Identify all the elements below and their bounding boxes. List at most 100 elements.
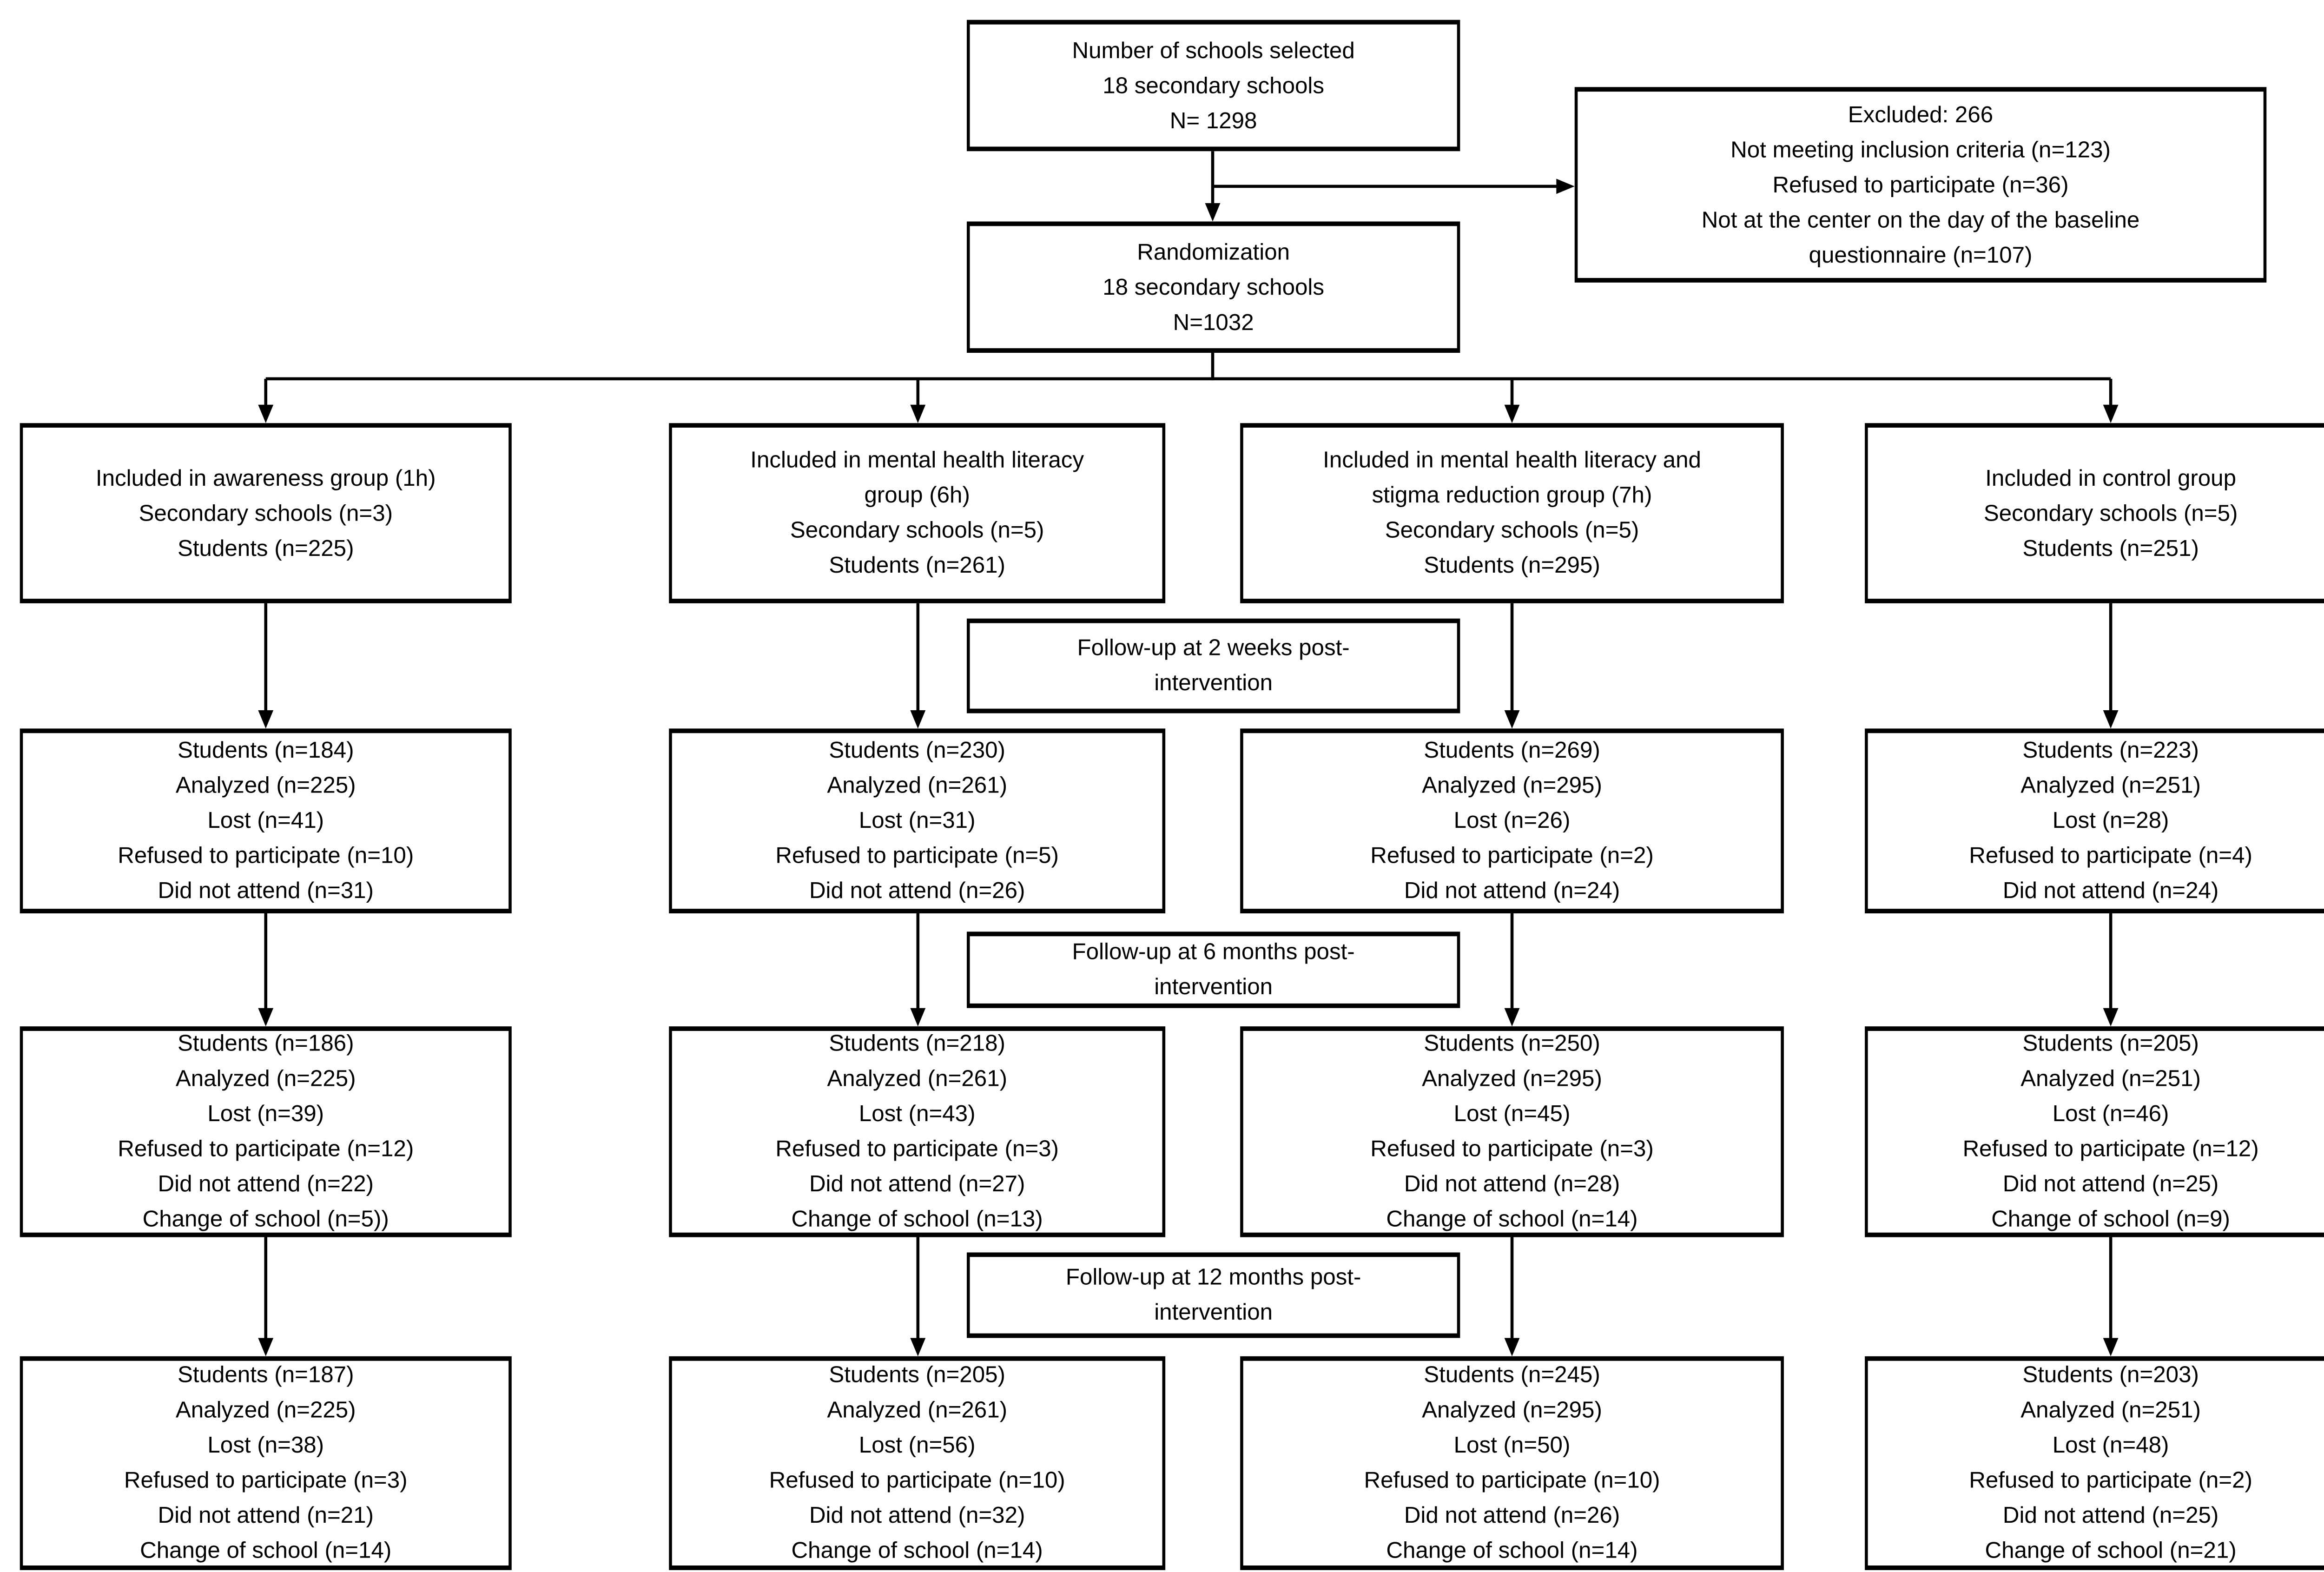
node-followup-2w-mhl-stigma-reduction-line: Students (n=269) — [1424, 738, 1600, 764]
node-followup-12m-awareness-line: Refused to participate (n=3) — [124, 1467, 408, 1494]
node-followup-12m-awareness-line: Students (n=187) — [177, 1362, 354, 1388]
node-allocation-mhl-stigma-reduction-line: stigma reduction group (7h) — [1372, 482, 1652, 509]
node-followup-12m-mhl-stigma-reduction-line: Refused to participate (n=10) — [1364, 1467, 1660, 1494]
node-milestone-2-weeks-line: intervention — [1154, 670, 1273, 697]
node-followup-2w-control: Students (n=223)Analyzed (n=251)Lost (n=… — [1865, 728, 2324, 913]
connector-allocation-col4-arrowhead-icon — [2102, 404, 2118, 423]
node-followup-2w-awareness-line: Students (n=184) — [177, 738, 354, 764]
node-allocation-mhl-stigma-reduction-line: Secondary schools (n=5) — [1385, 517, 1639, 544]
node-selected: Number of schools selected 18 secondary s… — [966, 20, 1460, 152]
node-followup-2w-control-line: Lost (n=28) — [2052, 808, 2169, 834]
connector-selected-to-randomization-arrowhead-icon — [1204, 203, 1220, 222]
node-followup-6m-awareness-line: Lost (n=39) — [207, 1101, 324, 1127]
node-followup-12m-mhl-stigma-reduction-line: Did not attend (n=26) — [1404, 1503, 1620, 1529]
node-followup-12m-mental-health-literacy: Students (n=205)Analyzed (n=261)Lost (n=… — [669, 1356, 1166, 1570]
connector-2w-col3 — [1511, 603, 1513, 713]
node-followup-2w-awareness-line: Lost (n=41) — [207, 808, 324, 834]
connector-6m-col3 — [1511, 913, 1513, 1011]
node-followup-6m-control-line: Analyzed (n=251) — [2020, 1066, 2201, 1092]
node-followup-12m-mental-health-literacy-line: Analyzed (n=261) — [827, 1397, 1008, 1424]
node-allocation-control-line: Secondary schools (n=5) — [1983, 500, 2238, 526]
node-followup-12m-awareness-line: Change of school (n=14) — [140, 1538, 392, 1564]
node-followup-2w-mental-health-literacy-line: Lost (n=31) — [858, 808, 976, 834]
connector-randomization-stem — [1211, 353, 1214, 381]
node-followup-12m-control-line: Did not attend (n=25) — [2002, 1503, 2219, 1529]
node-followup-12m-awareness-line: Did not attend (n=21) — [158, 1503, 374, 1529]
node-followup-6m-control-line: Refused to participate (n=12) — [1962, 1136, 2259, 1162]
node-allocation-control-line: Students (n=251) — [2022, 535, 2199, 561]
connector-2w-col4-arrowhead-icon — [2102, 710, 2118, 729]
node-followup-6m-mhl-stigma-reduction-line: Did not attend (n=28) — [1404, 1171, 1620, 1198]
node-followup-6m-control: Students (n=205)Analyzed (n=251)Lost (n=… — [1865, 1026, 2324, 1237]
node-milestone-12-months-line: intervention — [1154, 1300, 1273, 1326]
node-randomization-line: 18 secondary schools — [1103, 274, 1325, 300]
node-followup-6m-awareness-line: Did not attend (n=22) — [158, 1171, 374, 1198]
node-followup-6m-control-line: Students (n=205) — [2022, 1030, 2199, 1057]
node-followup-12m-mhl-stigma-reduction-line: Lost (n=50) — [1453, 1433, 1571, 1459]
connector-allocation-col3-arrowhead-icon — [1503, 404, 1519, 423]
node-followup-2w-mhl-stigma-reduction-line: Did not attend (n=24) — [1404, 878, 1620, 905]
node-allocation-mental-health-literacy-line: Secondary schools (n=5) — [790, 517, 1044, 544]
node-followup-6m-awareness-line: Refused to participate (n=12) — [118, 1136, 414, 1162]
node-followup-6m-awareness-line: Students (n=186) — [177, 1030, 354, 1057]
node-followup-2w-awareness: Students (n=184)Analyzed (n=225)Lost (n=… — [20, 728, 512, 913]
connector-6m-col1 — [264, 913, 267, 1011]
node-followup-6m-awareness-line: Analyzed (n=225) — [175, 1066, 356, 1092]
node-allocation-mhl-stigma-reduction-line: Included in mental health literacy and — [1323, 447, 1701, 474]
node-followup-12m-control-line: Lost (n=48) — [2052, 1433, 2169, 1459]
node-milestone-2-weeks-line: Follow-up at 2 weeks post- — [1077, 635, 1350, 661]
node-followup-6m-control-line: Change of school (n=9) — [1991, 1206, 2230, 1233]
connector-allocation-col4 — [2109, 378, 2112, 408]
connector-distribution-bar — [265, 377, 2111, 380]
node-followup-2w-awareness-line: Did not attend (n=31) — [158, 878, 374, 905]
connector-allocation-col1 — [264, 378, 267, 408]
node-followup-12m-control-line: Change of school (n=21) — [1985, 1538, 2237, 1564]
node-followup-6m-mhl-stigma-reduction-line: Students (n=250) — [1424, 1030, 1600, 1057]
node-milestone-2-weeks: Follow-up at 2 weeks post-intervention — [966, 618, 1460, 713]
node-randomization-line: Randomization — [1137, 239, 1290, 265]
connector-6m-col4-arrowhead-icon — [2102, 1008, 2118, 1027]
node-followup-2w-mental-health-literacy: Students (n=230)Analyzed (n=261)Lost (n=… — [669, 728, 1166, 913]
node-followup-12m-mental-health-literacy-line: Students (n=205) — [829, 1362, 1005, 1388]
connector-12m-col2-arrowhead-icon — [909, 1338, 925, 1356]
node-followup-6m-mental-health-literacy-line: Refused to participate (n=3) — [775, 1136, 1059, 1162]
node-followup-6m-mental-health-literacy-line: Did not attend (n=27) — [809, 1171, 1025, 1198]
node-selected-line: Number of schools selected — [1072, 37, 1355, 64]
node-followup-6m-mental-health-literacy: Students (n=218)Analyzed (n=261)Lost (n=… — [669, 1026, 1166, 1237]
node-followup-6m-mental-health-literacy-line: Lost (n=43) — [858, 1101, 976, 1127]
node-excluded-line: Refused to participate (n=36) — [1772, 172, 2069, 198]
connector-6m-col2 — [917, 913, 919, 1011]
node-followup-6m-awareness: Students (n=186) Analyzed (n=225) Lost (n=… — [20, 1026, 512, 1237]
node-allocation-mental-health-literacy-line: Students (n=261) — [829, 553, 1005, 579]
connector-2w-col4 — [2109, 603, 2112, 713]
node-followup-6m-mhl-stigma-reduction-line: Refused to participate (n=3) — [1370, 1136, 1654, 1162]
node-followup-6m-awareness-line: Change of school (n=5)) — [142, 1206, 389, 1233]
connector-6m-col2-arrowhead-icon — [909, 1008, 925, 1027]
node-milestone-6-months-line: intervention — [1154, 974, 1273, 1001]
node-followup-12m-awareness-line: Analyzed (n=225) — [175, 1397, 356, 1424]
node-selected-line: 18 secondary schools — [1103, 73, 1325, 99]
node-milestone-6-months-line: Follow-up at 6 months post- — [1072, 939, 1355, 965]
node-followup-6m-mhl-stigma-reduction-line: Change of school (n=14) — [1386, 1206, 1638, 1233]
node-excluded-line: Not meeting inclusion criteria (n=123) — [1730, 137, 2111, 163]
node-followup-6m-mental-health-literacy-line: Analyzed (n=261) — [827, 1066, 1008, 1092]
connector-2w-col1-arrowhead-icon — [257, 710, 273, 729]
node-followup-2w-control-line: Students (n=223) — [2022, 738, 2199, 764]
node-milestone-6-months: Follow-up at 6 months post-intervention — [966, 931, 1460, 1008]
node-followup-12m-mhl-stigma-reduction-line: Analyzed (n=295) — [1422, 1397, 1602, 1424]
connector-branch-to-excluded — [1213, 185, 1559, 188]
node-followup-2w-mhl-stigma-reduction-line: Refused to participate (n=2) — [1370, 843, 1654, 869]
node-followup-6m-control-line: Did not attend (n=25) — [2002, 1171, 2219, 1198]
node-followup-12m-mental-health-literacy-line: Refused to participate (n=10) — [769, 1467, 1065, 1494]
node-followup-12m-control: Students (n=203)Analyzed (n=251)Lost (n=… — [1865, 1356, 2324, 1570]
node-followup-2w-awareness-line: Refused to participate (n=10) — [118, 843, 414, 869]
connector-12m-col4 — [2109, 1237, 2112, 1341]
node-allocation-awareness: Included in awareness group (1h)Secondar… — [20, 423, 512, 603]
connector-12m-col3 — [1511, 1237, 1513, 1341]
connector-12m-col2 — [917, 1237, 919, 1341]
node-milestone-12-months-line: Follow-up at 12 months post- — [1065, 1264, 1361, 1291]
connector-allocation-col2 — [917, 378, 919, 408]
